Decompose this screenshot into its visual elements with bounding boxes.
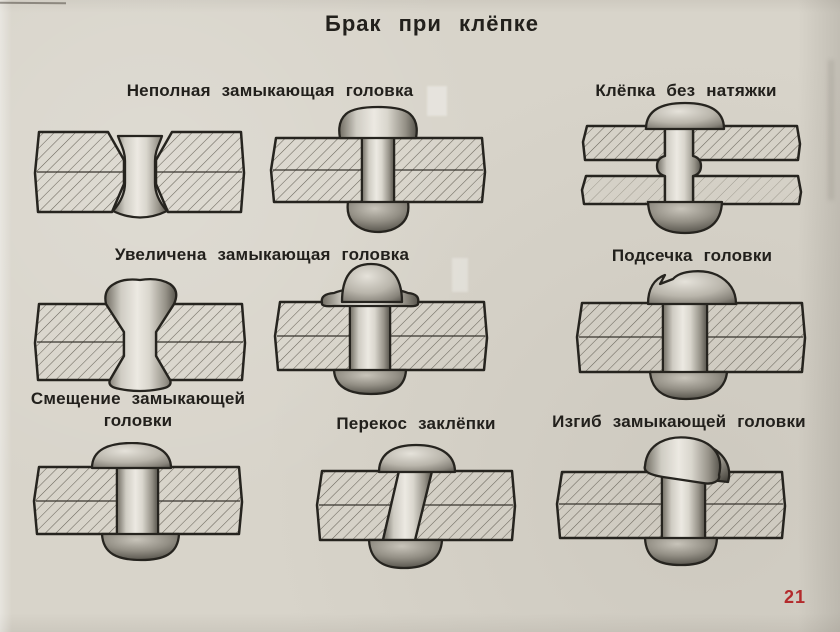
rivet-body-bulging (104, 277, 178, 393)
figure-skewed-rivet (315, 443, 517, 570)
defect-label-head-undercut: Подсечка головки (611, 246, 773, 265)
defect-label-skewed-rivet: Перекос заклёпки (336, 414, 496, 433)
defect-label-incomplete-closing-head: Неполная замыкающая головка (126, 81, 414, 100)
rivet-bottom-head (100, 532, 181, 562)
slide-title: Брак при клёпке (325, 11, 539, 36)
plates-cross-section (555, 470, 787, 540)
rivet-top-head (338, 105, 418, 140)
rivet-shank (117, 467, 158, 534)
rivet-shank (663, 303, 707, 372)
figure-displaced-closing-head (32, 442, 244, 562)
rivet-bottom-head (367, 538, 444, 570)
rivet-shank (362, 138, 394, 202)
rivet-body (111, 134, 169, 219)
rivet-shank (350, 302, 390, 370)
rivet-bottom-head (648, 370, 729, 401)
plates-cross-section (32, 465, 244, 536)
figure-head-undercut (575, 270, 807, 401)
page-number: 21 (783, 587, 806, 607)
rivet-top-head-notched (646, 270, 738, 306)
rivet-bottom-head (646, 200, 724, 235)
figure-enlarged-closing-head-button (273, 262, 489, 396)
rivet-top-head (377, 443, 457, 474)
defect-label-displaced-closing-head: Смещение замыкающей головки (30, 389, 246, 431)
defect-label-enlarged-closing-head: Увеличена замыкающая головка (114, 245, 410, 264)
rivet-top-head (340, 262, 404, 304)
rivet-top-head (644, 101, 726, 131)
plates-cross-section (33, 130, 246, 214)
rivet-bottom-head (332, 368, 408, 396)
rivet-top-head-tilted (643, 436, 722, 485)
figure-enlarged-closing-head-countersunk (33, 277, 247, 393)
plates-cross-section (33, 302, 247, 382)
defect-label-riveting-without-tension: Клёпка без натяжки (595, 81, 777, 100)
figure-riveting-without-tension (580, 101, 803, 235)
plates-cross-section (575, 301, 807, 374)
figure-incomplete-closing-head-button (269, 105, 487, 234)
defect-label-bent-closing-head: Изгиб замыкающей головки (552, 412, 806, 431)
film-scratch-mark (0, 1, 67, 5)
figure-bent-closing-head (555, 436, 787, 567)
plates-cross-section (273, 300, 489, 372)
edge-shadow (828, 60, 834, 200)
rivet-bottom-head (643, 536, 719, 567)
rivet-top-head-offset (90, 442, 173, 470)
figure-incomplete-closing-head-countersunk (33, 130, 246, 219)
rivet-bottom-head (346, 200, 410, 234)
